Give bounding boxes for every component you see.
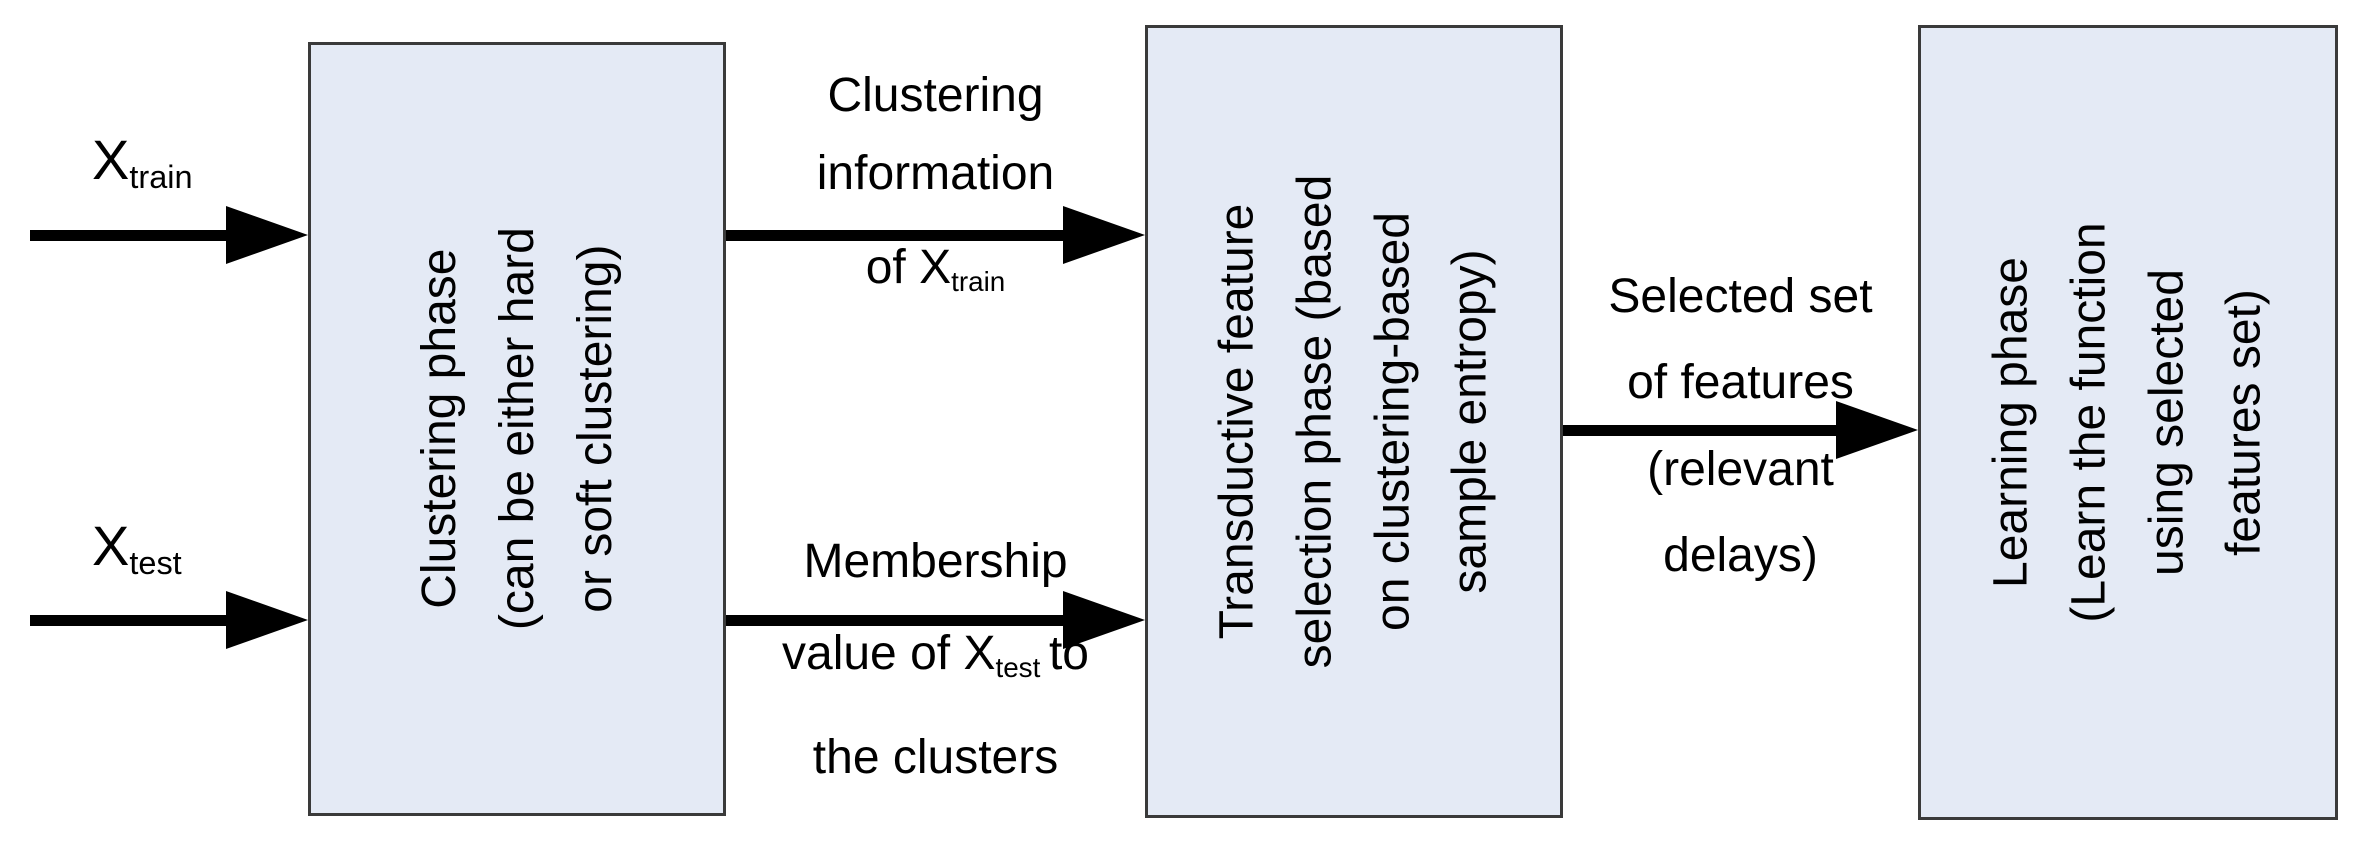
- label-membership-line1: Membership: [803, 535, 1068, 588]
- xtrain-subscript: train: [129, 159, 193, 196]
- label-subscript: train: [951, 265, 1006, 297]
- arrow-shaft: [726, 614, 1067, 626]
- box-line: Learning phase: [1984, 257, 2038, 588]
- label-membership-line3: the clusters: [812, 731, 1059, 784]
- arrowhead-icon: [1836, 401, 1918, 459]
- label-clustering-information-line3: of Xtrain: [726, 240, 1145, 295]
- label-clustering-information-line1: Clustering: [827, 69, 1044, 122]
- box-clustering-phase: Clustering phase (can be either hard or …: [308, 42, 726, 816]
- arrow-selected-features: [1563, 401, 1918, 459]
- arrow-shaft: [30, 614, 230, 626]
- arrowhead-icon: [1063, 206, 1145, 264]
- input-label-xtest: Xtest: [92, 514, 182, 582]
- arrow-shaft: [30, 229, 230, 241]
- arrow-membership-value: [726, 591, 1145, 649]
- box-line: on clustering-based: [1366, 212, 1420, 631]
- box-learning-phase: Learning phase (Learn the function using…: [1918, 25, 2338, 820]
- input-label-xtrain: Xtrain: [92, 128, 193, 196]
- arrow-shaft: [726, 229, 1067, 241]
- xtest-subscript: test: [129, 545, 182, 582]
- box-feature-selection-phase: Transductive feature selection phase (ba…: [1145, 25, 1563, 818]
- arrowhead-icon: [226, 591, 308, 649]
- box-learning-text: Learning phase (Learn the function using…: [1972, 222, 2283, 622]
- box-line: using selected: [2139, 269, 2193, 576]
- box-selection-text: Transductive feature selection phase (ba…: [1199, 175, 1510, 669]
- box-line: or soft clustering): [567, 244, 621, 614]
- box-line: (can be either hard: [490, 227, 544, 631]
- arrow-shaft: [1563, 424, 1840, 436]
- box-line: sample entropy): [1443, 249, 1497, 594]
- label-selected-set-line2: of features: [1627, 356, 1854, 409]
- label-selected-set-line1: Selected set: [1608, 270, 1873, 323]
- arrow-xtrain-input: [30, 206, 308, 264]
- label-text: of X: [865, 241, 952, 294]
- label-clustering-information-line2: information: [816, 147, 1055, 200]
- box-line: Transductive feature: [1210, 203, 1264, 640]
- label-subscript: test: [995, 651, 1041, 683]
- arrowhead-icon: [226, 206, 308, 264]
- box-line: selection phase (based: [1288, 174, 1342, 669]
- label-selected-set-line3: (relevant: [1647, 443, 1834, 496]
- arrow-clustering-information: [726, 206, 1145, 264]
- arrowhead-icon: [1063, 591, 1145, 649]
- label-text: value of X: [782, 627, 996, 680]
- label-selected-set-line4: delays): [1663, 529, 1818, 582]
- xtest-base: X: [92, 514, 130, 577]
- xtrain-base: X: [92, 128, 130, 191]
- box-line: (Learn the function: [2062, 222, 2116, 623]
- box-line: features set): [2217, 289, 2271, 556]
- arrow-xtest-input: [30, 591, 308, 649]
- box-line: Clustering phase: [412, 248, 466, 610]
- box-clustering-text: Clustering phase (can be either hard or …: [400, 228, 633, 631]
